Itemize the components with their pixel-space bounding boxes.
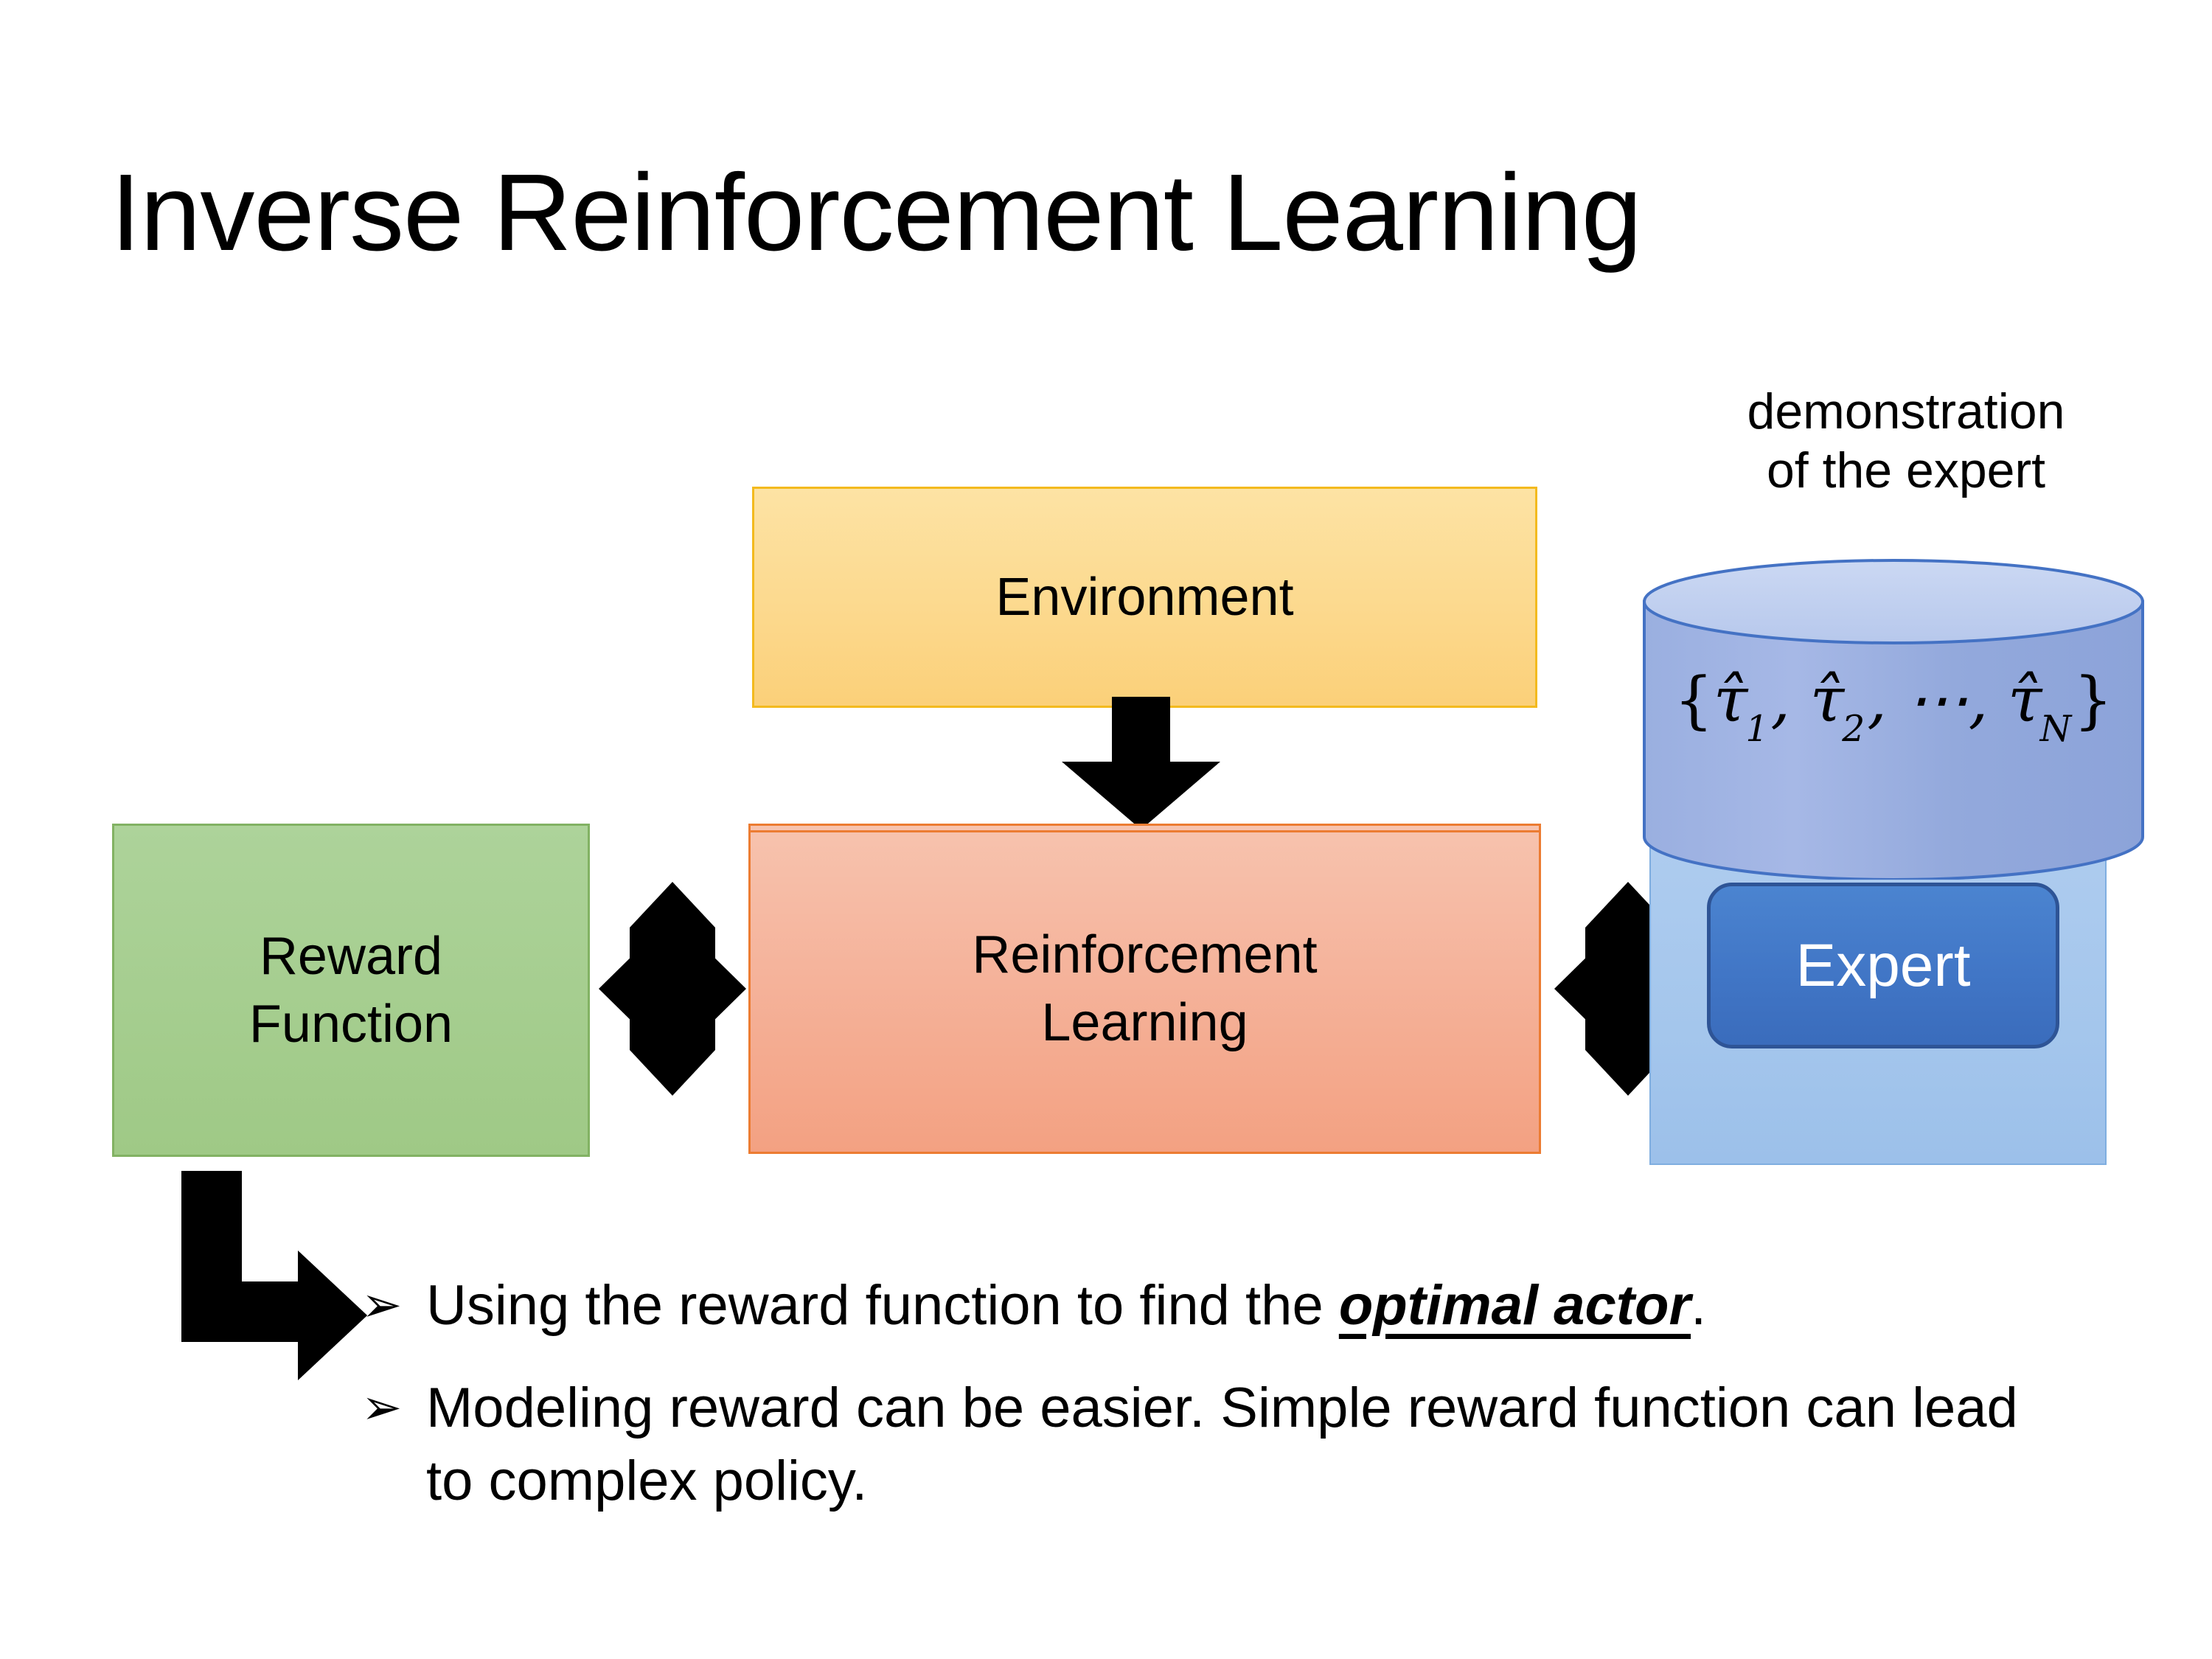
list-item: ➢ Using the reward function to find the … [361,1270,2057,1343]
bullet-text: Using the reward function to find the op… [426,1270,2057,1343]
reward-to-bullet-elbow-arrow [175,1171,367,1386]
environment-box-label: Environment [995,567,1294,627]
environment-to-rl-arrow [1062,697,1220,830]
bullet-arrow-icon: ➢ [361,1277,403,1332]
bullet-text-pre: Using the reward function to find the [426,1274,1339,1337]
reward-function-box-label: Reward Function [248,926,453,1054]
bullet-arrow-icon: ➢ [361,1379,403,1434]
bullet-list: ➢ Using the reward function to find the … [361,1270,2057,1517]
expert-chip: Expert [1707,883,2059,1048]
bullet-text-emphasis: optimal actor [1338,1274,1691,1337]
expert-chip-label: Expert [1795,931,1971,999]
reward-function-box: Reward Function [112,824,590,1157]
bullet-text: Modeling reward can be easier. Simple re… [426,1372,2057,1518]
bullet-text-post: . [1691,1274,1707,1337]
page-title: Inverse Reinforcement Learning [111,152,1642,274]
reward-to-rl-four-way-arrow [599,882,746,1096]
trajectory-set-formula: {τ̂1, τ̂2, ⋯, τ̂N} [1674,664,2113,750]
demonstration-database-cylinder [1643,559,2144,880]
demonstration-caption: demonstration of the expert [1747,383,2065,499]
environment-box: Environment [752,487,1537,708]
reinforcement-learning-box-label: Reinforcement Learning [972,925,1318,1052]
bullet-text-pre: Modeling reward can be easier. Simple re… [426,1376,2018,1512]
reinforcement-learning-box: Reinforcement Learning [748,824,1541,1154]
list-item: ➢ Modeling reward can be easier. Simple … [361,1372,2057,1518]
